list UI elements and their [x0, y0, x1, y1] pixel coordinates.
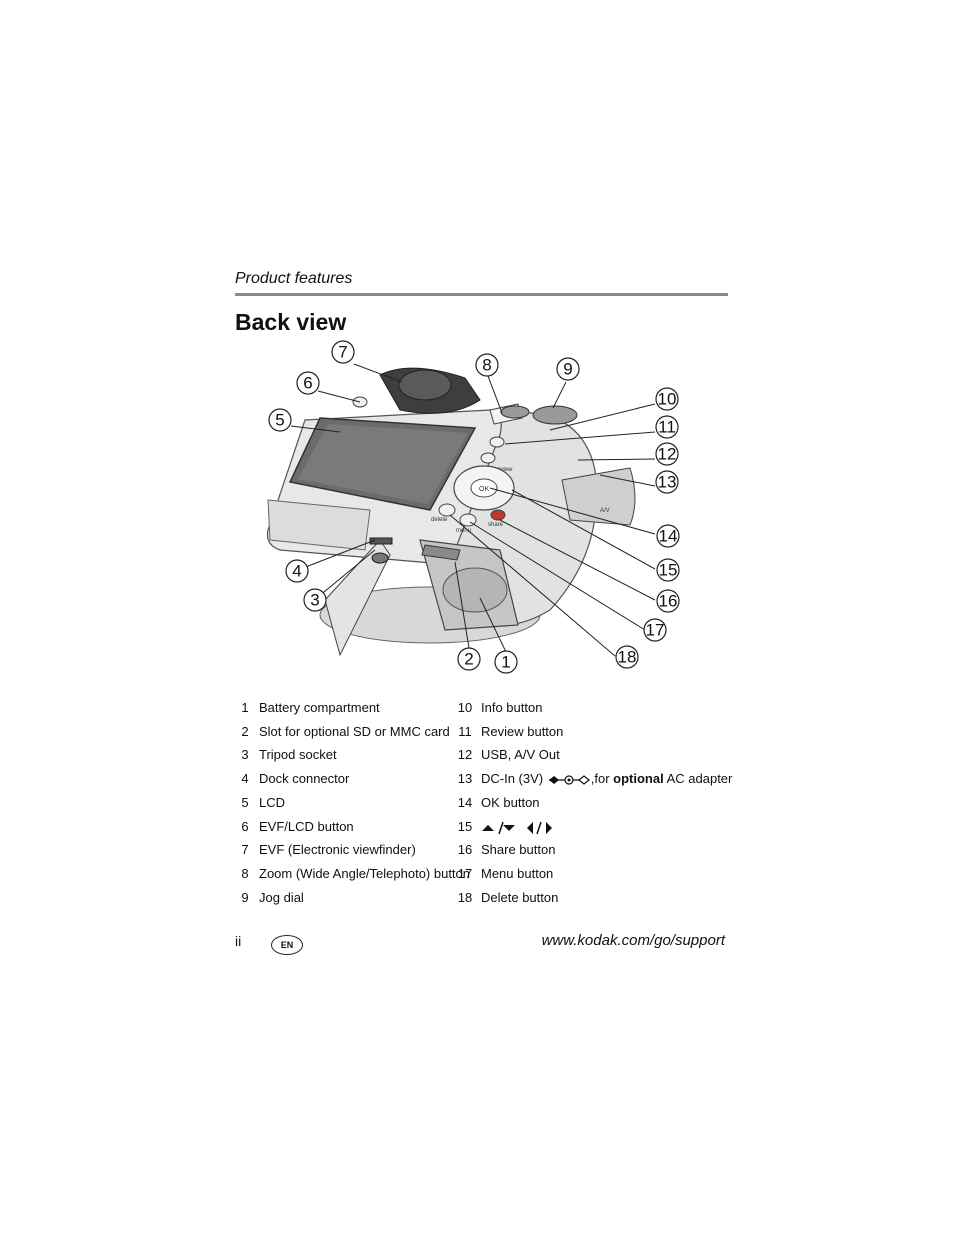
delete-button — [438, 503, 456, 517]
svg-text:13: 13 — [658, 473, 677, 492]
running-header: Product features — [235, 270, 353, 287]
svg-text:18: 18 — [618, 648, 637, 667]
svg-text:7: 7 — [338, 343, 347, 362]
svg-text:8: 8 — [482, 356, 491, 375]
callout-4: 4 — [285, 559, 309, 583]
callout-18: 18 — [615, 645, 639, 669]
language-badge: EN — [271, 935, 303, 955]
callout-16: 16 — [656, 589, 680, 613]
port-cover — [561, 467, 636, 526]
callout-9: 9 — [556, 357, 580, 381]
delete-label: delete — [431, 517, 448, 523]
info-button — [489, 436, 505, 448]
svg-text:14: 14 — [659, 527, 678, 546]
svg-text:17: 17 — [646, 621, 665, 640]
camera-body-lower — [267, 499, 371, 551]
evf-eyepiece — [398, 369, 452, 401]
callout-7: 7 — [331, 340, 355, 364]
support-url[interactable]: www.kodak.com/go/support — [541, 932, 725, 949]
section-title: Back view — [235, 309, 347, 335]
share-label: share — [488, 522, 504, 528]
svg-text:6: 6 — [303, 374, 312, 393]
leader-lines — [290, 363, 656, 657]
svg-text:5: 5 — [275, 411, 284, 430]
ok-label: OK — [479, 486, 489, 493]
svg-text:16: 16 — [659, 592, 678, 611]
svg-text:9: 9 — [563, 360, 572, 379]
svg-text:12: 12 — [658, 445, 677, 464]
sd-slot — [421, 544, 461, 561]
callout-8: 8 — [475, 353, 499, 377]
review-button — [480, 452, 496, 464]
callout-1: 1 — [494, 650, 518, 674]
callout-17: 17 — [643, 618, 667, 642]
callout-12: 12 — [655, 442, 679, 466]
callout-6: 6 — [296, 371, 320, 395]
tripod-socket — [371, 552, 389, 564]
callout-10: 10 — [655, 387, 679, 411]
callout-11: 11 — [655, 415, 679, 439]
callout-13: 13 — [655, 470, 679, 494]
svg-text:2: 2 — [464, 650, 473, 669]
share-button — [490, 509, 506, 521]
menu-label: menu — [456, 528, 471, 534]
jog-dial — [532, 405, 578, 425]
callout-2: 2 — [457, 647, 481, 671]
callouts: 1 2 3 4 5 6 7 8 9 10 11 12 13 14 15 16 1… — [268, 340, 680, 674]
camera-back-view-figure: review OK delete menu share A/V — [250, 340, 710, 680]
svg-text:3: 3 — [310, 591, 319, 610]
page-number: ii — [235, 933, 242, 949]
callout-15: 15 — [656, 558, 680, 582]
svg-text:4: 4 — [292, 562, 301, 581]
dc-polarity-icon — [548, 774, 590, 785]
svg-text:10: 10 — [658, 390, 677, 409]
dock-connector — [369, 537, 393, 545]
callout-14: 14 — [656, 524, 680, 548]
av-label: A/V — [600, 508, 610, 514]
header-rule — [235, 293, 728, 296]
callout-5: 5 — [268, 408, 292, 432]
callout-3: 3 — [303, 588, 327, 612]
legend-item-arrows: 15 — [453, 819, 555, 841]
svg-text:1: 1 — [501, 653, 510, 672]
svg-text:15: 15 — [659, 561, 678, 580]
battery-door — [324, 539, 391, 657]
ok-button — [470, 478, 498, 498]
up-down-arrows-icon — [482, 821, 515, 834]
left-right-arrows-icon — [526, 821, 552, 834]
svg-text:11: 11 — [658, 418, 676, 437]
review-label: review — [495, 467, 513, 473]
